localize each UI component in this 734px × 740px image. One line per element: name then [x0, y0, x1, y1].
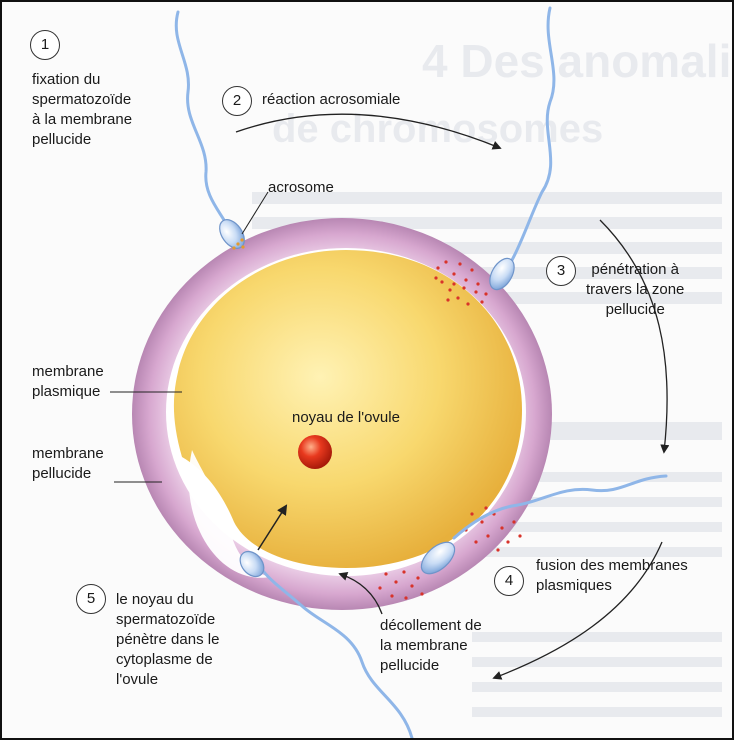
- step-5-text: le noyau du spermatozoïde pénètre dans l…: [116, 590, 219, 690]
- svg-text:de chromosomes: de chromosomes: [272, 107, 603, 151]
- arrow-step3: [600, 220, 667, 452]
- step-4-number: 4: [494, 566, 524, 596]
- ovule-nucleus: [298, 435, 332, 469]
- step-2-number: 2: [222, 86, 252, 116]
- membrane-pellucide-label: membrane pellucide: [32, 444, 104, 484]
- step-1-text: fixation du spermatozoïde à la membrane …: [32, 70, 132, 150]
- step-3-number: 3: [546, 256, 576, 286]
- decollement-label: décollement de la membrane pellucide: [380, 616, 482, 676]
- sperm-binding: [176, 12, 249, 253]
- step-5-number: 5: [76, 584, 106, 614]
- step-1-number: 1: [30, 30, 60, 60]
- step-2-text: réaction acrosomiale: [262, 90, 400, 110]
- acrosome-label: acrosome: [268, 178, 334, 198]
- membrane-plasmique-label: membrane plasmique: [32, 362, 104, 402]
- step-3-text: pénétration à travers la zone pellucide: [586, 260, 684, 320]
- step-4-text: fusion des membranes plasmiques: [536, 556, 688, 596]
- svg-text:4 Des anomalies du: 4 Des anomalies du: [422, 35, 732, 87]
- noyau-label: noyau de l'ovule: [292, 408, 400, 428]
